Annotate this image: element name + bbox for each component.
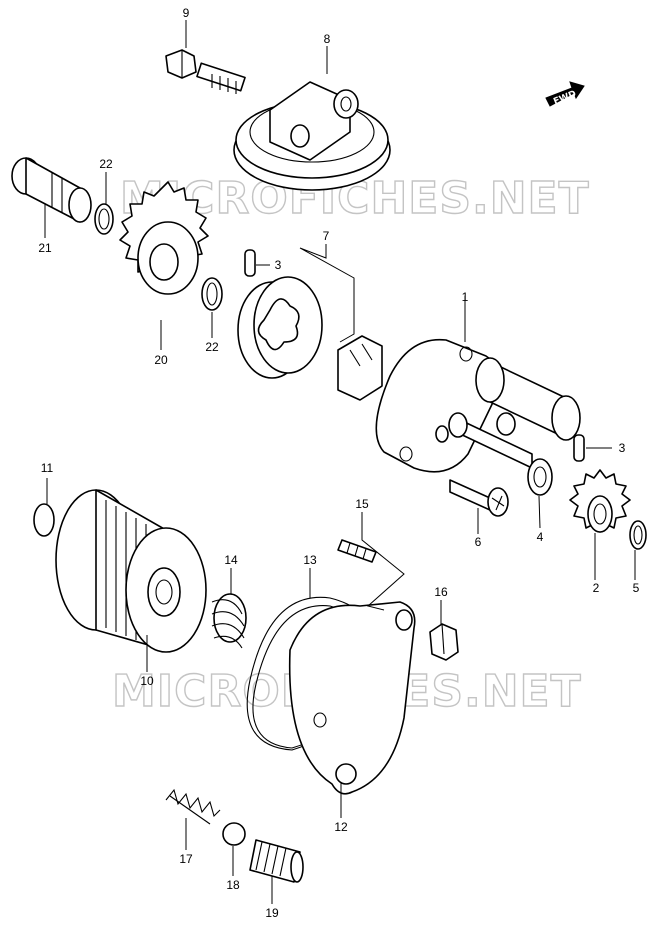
gear-part-2 <box>569 469 631 533</box>
label-part-13: 13 <box>303 553 317 567</box>
leader-lines <box>44 20 636 904</box>
label-part-19: 19 <box>265 906 279 920</box>
pin-part-3-lower <box>573 434 585 462</box>
label-part-21: 21 <box>38 241 52 255</box>
spring-part-14 <box>211 593 247 649</box>
label-part-11: 11 <box>41 461 54 475</box>
circlip-part-22-left <box>94 203 114 235</box>
plug-part-19 <box>249 839 304 883</box>
clip-part-5 <box>629 520 647 550</box>
o-ring-part-11 <box>33 503 55 537</box>
label-part-3-upper: 3 <box>275 258 282 272</box>
fwd-badge-text: FWD <box>552 89 578 107</box>
label-part-10: 10 <box>140 674 154 688</box>
label-part-7: 7 <box>323 229 330 243</box>
label-part-20: 20 <box>154 353 168 367</box>
label-part-5: 5 <box>633 581 640 595</box>
washer-part-4 <box>527 458 553 496</box>
bolt-part-9 <box>165 49 246 94</box>
cap-part-8 <box>233 81 391 191</box>
circlip-part-22-right <box>201 277 223 311</box>
label-part-3-lower: 3 <box>619 441 626 455</box>
callout-labels: 9 8 22 21 7 3 1 22 20 3 11 15 4 6 14 13 … <box>38 6 639 920</box>
label-part-2: 2 <box>593 581 600 595</box>
label-part-16: 16 <box>434 585 448 599</box>
label-part-4: 4 <box>537 530 544 544</box>
label-part-14: 14 <box>224 553 238 567</box>
label-part-22-upper: 22 <box>99 157 113 171</box>
nut-part-16 <box>429 623 459 661</box>
pump-body-part-1 <box>375 338 581 473</box>
pin-part-15 <box>337 539 377 563</box>
label-part-6: 6 <box>475 535 482 549</box>
label-part-18: 18 <box>226 878 240 892</box>
ball-part-18 <box>222 822 246 846</box>
rotor-part-7 <box>237 276 383 401</box>
cover-part-12 <box>288 601 416 795</box>
label-part-8: 8 <box>324 32 331 46</box>
label-part-17: 17 <box>179 852 193 866</box>
label-part-1: 1 <box>462 290 469 304</box>
gear-part-20 <box>119 181 209 295</box>
shaft-part-21 <box>11 157 92 223</box>
label-part-22-lower: 22 <box>205 340 219 354</box>
screw-part-6 <box>449 479 509 517</box>
label-part-9: 9 <box>183 6 190 20</box>
label-part-12: 12 <box>334 820 348 834</box>
spring-part-17 <box>165 788 221 825</box>
fwd-arrow-icon: FWD <box>545 81 585 107</box>
pin-part-3-upper <box>244 249 256 277</box>
oil-filter-part-10 <box>55 489 207 653</box>
label-part-15: 15 <box>355 497 369 511</box>
